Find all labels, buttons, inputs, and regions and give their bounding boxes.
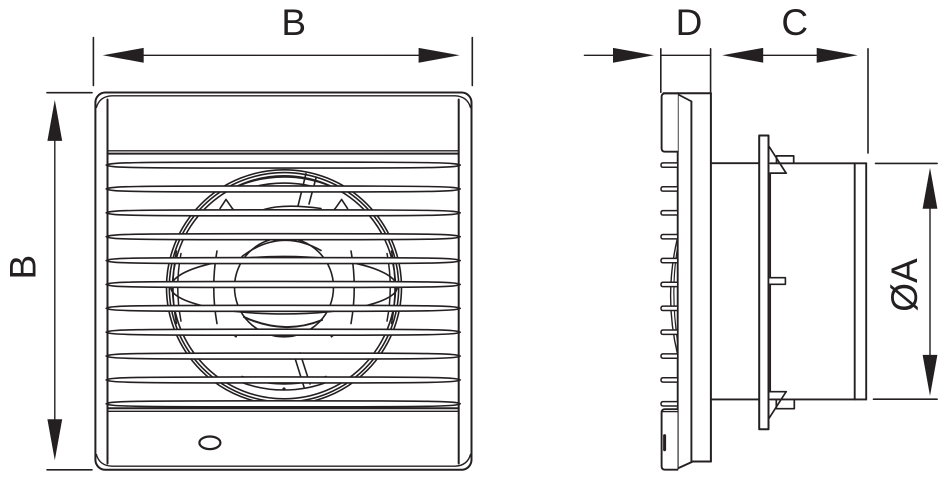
svg-text:C: C: [781, 2, 808, 43]
svg-text:D: D: [676, 2, 703, 43]
svg-text:ØA: ØA: [884, 258, 925, 312]
svg-text:B: B: [281, 2, 306, 43]
svg-text:B: B: [2, 255, 43, 280]
